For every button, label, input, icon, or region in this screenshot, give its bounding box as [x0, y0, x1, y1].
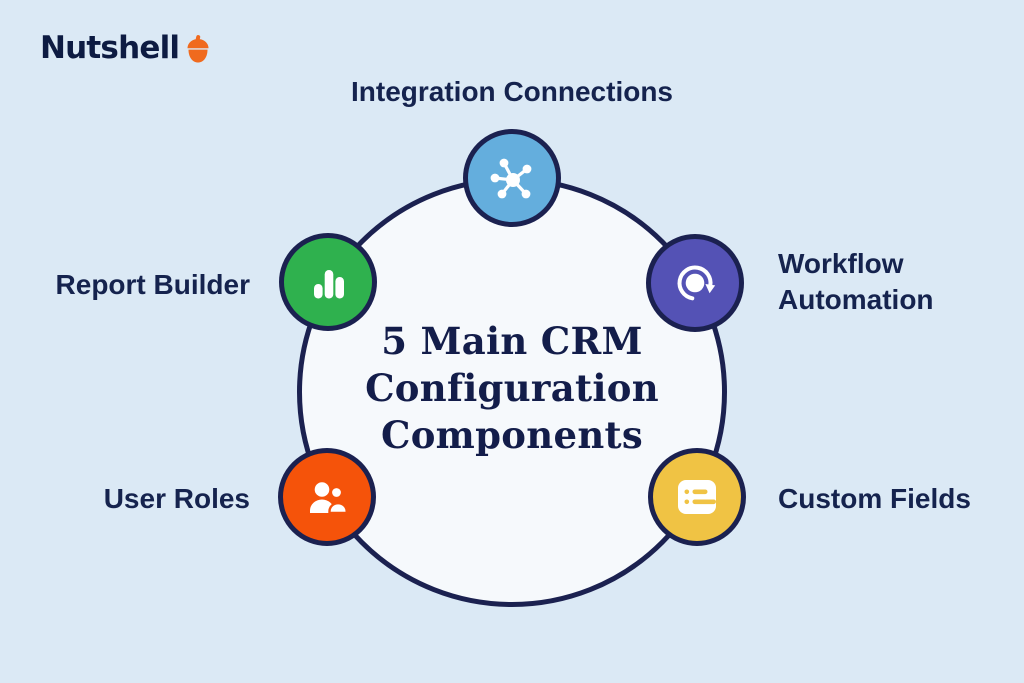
node-workflow-automation: [646, 234, 744, 332]
acorn-icon: [187, 35, 209, 63]
label-report-builder: Report Builder: [55, 269, 250, 300]
label-integration-connections: Integration Connections: [351, 76, 673, 107]
node-integration-connections: [463, 129, 561, 227]
network-hub-icon: [490, 158, 532, 199]
automation-loop-icon: [677, 265, 716, 301]
bar-chart-icon: [314, 270, 344, 299]
node-custom-fields: [648, 448, 746, 546]
label-workflow-automation: Workflow Automation: [778, 248, 934, 315]
title-line: 5 Main CRM: [381, 319, 643, 363]
title-line: Configuration: [365, 366, 659, 410]
brand-logo: Nutshell: [40, 30, 211, 66]
diagram-title: 5 Main CRM Configuration Components: [0, 318, 1024, 459]
users-icon: [310, 482, 348, 515]
list-fields-icon: [678, 480, 716, 514]
label-user-roles: User Roles: [103, 483, 250, 514]
brand-wordmark: Nutshell: [40, 30, 180, 66]
title-line: Components: [380, 413, 644, 457]
hub-circle: [297, 177, 727, 607]
node-user-roles: [278, 448, 376, 546]
label-custom-fields: Custom Fields: [778, 483, 971, 514]
node-report-builder: [279, 233, 377, 331]
